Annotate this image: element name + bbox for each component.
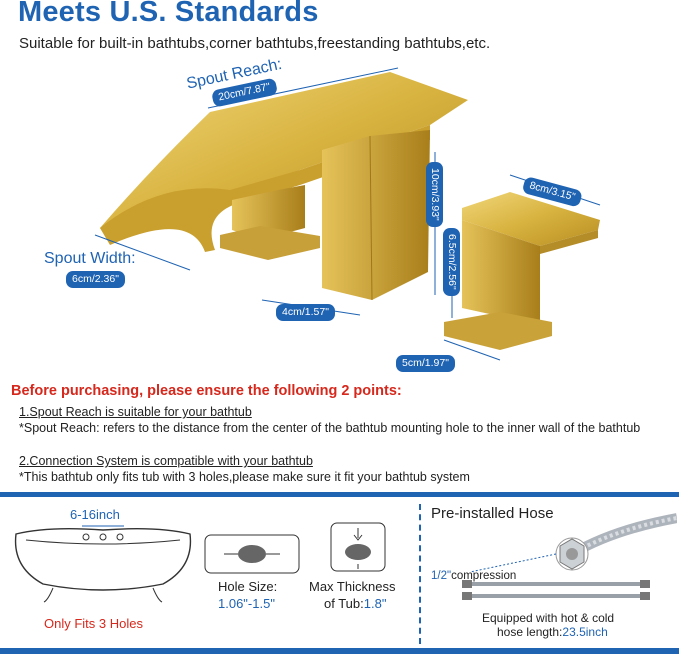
hose-length: 23.5inch [562, 625, 608, 639]
mount-hole-icon [99, 533, 107, 541]
hole-size-icon [204, 534, 300, 574]
handle-base-value: 5cm/1.97" [396, 355, 455, 372]
tub-caption: Only Fits 3 Holes [44, 616, 143, 631]
hose-title: Pre-installed Hose [431, 505, 554, 522]
hose-size: 1/2" [431, 570, 452, 582]
notice-point-1: 1.Spout Reach is suitable for your batht… [19, 405, 252, 419]
page-subtitle: Suitable for built-in bathtubs,corner ba… [19, 35, 491, 52]
thickness-label: Max Thickness [309, 579, 396, 594]
hose-illustration [462, 513, 677, 600]
faucet-illustration [94, 67, 601, 361]
spout-height-value: 10cm/3.93" [426, 162, 443, 227]
hole-spacing: 6-16inch [70, 507, 120, 522]
hole-size-label: Hole Size: [218, 579, 278, 594]
tub-thickness-icon [330, 522, 386, 572]
notice-point-1-note: *Spout Reach: refers to the distance fro… [19, 421, 641, 435]
thickness-label-2: of Tub: [324, 596, 364, 611]
spout-width-label: Spout Width: [44, 250, 136, 267]
hole-size-value: 1.06"-1.5" [218, 596, 275, 611]
spout-support [232, 185, 305, 240]
thickness-value: 1.8" [363, 596, 387, 611]
handle-body [462, 220, 540, 325]
bathtub-diagram [14, 525, 192, 603]
thickness-line: of Tub:1.8" [324, 596, 386, 611]
notice-point-2: 2.Connection System is compatible with y… [19, 454, 313, 468]
hose-caption-2: hose length: [497, 625, 563, 639]
hose-size-label: compression [451, 570, 517, 582]
vertical-divider [419, 504, 421, 644]
hose-caption-1: Equipped with hot & cold [482, 611, 615, 625]
hose-caption-line: hose length:23.5inch [497, 625, 608, 639]
page-title: Meets U.S. Standards [18, 0, 319, 28]
handle-base [444, 312, 552, 350]
spout-width-value: 6cm/2.36" [66, 271, 125, 288]
base-width-value: 4cm/1.57" [276, 304, 335, 321]
hose-size-line: 1/2"compression [431, 570, 516, 582]
handle-top [462, 192, 600, 246]
mount-hole-icon [82, 533, 90, 541]
section-divider [0, 492, 679, 497]
bottom-bar [0, 648, 679, 654]
notice-point-2-note: *This bathtub only fits tub with 3 holes… [19, 470, 470, 484]
spout-body [322, 130, 430, 300]
mount-hole-icon [116, 533, 124, 541]
notice-heading: Before purchasing, please ensure the fol… [11, 383, 402, 399]
handle-height-value: 6.5cm/2.56" [443, 228, 460, 296]
